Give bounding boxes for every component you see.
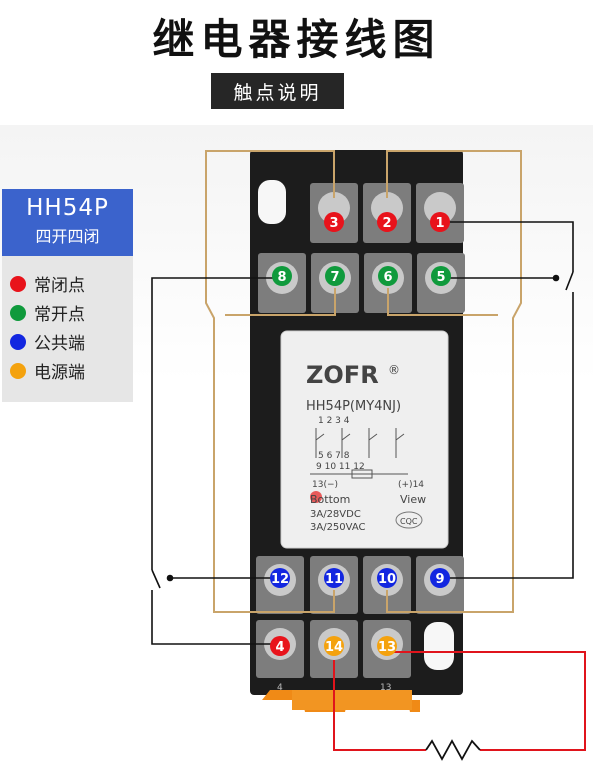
black-wiring <box>151 221 574 645</box>
terminal-2-label: 2 <box>382 216 391 231</box>
terminal-2-badge <box>377 212 397 232</box>
terminal-7-label: 7 <box>330 270 339 285</box>
page-title: 继电器接线图 <box>152 15 441 64</box>
terminal-14-label: 14 <box>325 640 343 655</box>
relay-led <box>310 491 322 503</box>
relay-rating-ac: 3A/250VAC <box>310 522 366 533</box>
terminal-13-label: 13 <box>378 640 396 655</box>
terminal-11-badge <box>324 568 344 588</box>
mount-hole-bottom <box>424 622 454 670</box>
legend-item-label: 公共端 <box>34 334 85 354</box>
relay-mid-pins: 5 6 7 8 <box>318 451 350 461</box>
terminal-1-badge <box>430 212 450 232</box>
relay-cert: CQC <box>400 517 418 526</box>
relay-brand: ZOFR <box>306 361 379 389</box>
mount-hole-top <box>258 180 286 224</box>
red-power-wiring <box>333 651 586 751</box>
terminal-8-badge <box>272 266 292 286</box>
legend-desc: 四开四闭 <box>35 227 100 246</box>
terminal-5-badge <box>431 266 451 286</box>
terminal-10-badge <box>377 568 397 588</box>
terminal-14-badge <box>324 636 344 656</box>
legend-item-nc: 常闭点 <box>10 269 85 298</box>
terminal-8-label: 8 <box>277 270 286 285</box>
legend-panel: HH54P 四开四闭 常闭点 常开点 公共端 电源端 <box>2 189 133 402</box>
orange-dot-icon <box>10 362 26 379</box>
terminal-9-label: 9 <box>435 572 444 587</box>
terminal-4-badge <box>270 636 290 656</box>
terminal-12-badge <box>270 568 290 588</box>
base-label-pin4: 4 <box>277 683 283 693</box>
relay-coil-right: (+)14 <box>398 480 424 490</box>
resistor-symbol <box>425 739 481 761</box>
terminal-1-label: 1 <box>435 216 444 231</box>
base-label-pin13: 13 <box>380 683 391 693</box>
legend-item-power: 电源端 <box>10 356 85 385</box>
relay-bot-pins: 9 10 11 12 <box>316 462 365 472</box>
terminal-12-label: 12 <box>271 572 289 587</box>
legend-item-common: 公共端 <box>10 327 85 356</box>
terminal-6-badge <box>378 266 398 286</box>
relay-bottom-label: Bottom <box>310 493 350 506</box>
relay-top-pins: 1 2 3 4 <box>318 416 350 426</box>
terminal-3-badge <box>324 212 344 232</box>
terminal-10-label: 10 <box>378 572 396 587</box>
switch-left <box>151 569 174 589</box>
legend-item-no: 常开点 <box>10 298 85 327</box>
relay-contact-schematic <box>310 428 408 479</box>
switch-right <box>552 271 574 291</box>
latch-bar <box>292 690 412 710</box>
relay-body <box>280 330 449 549</box>
terminal-11-label: 11 <box>325 572 343 587</box>
legend-items: 常闭点 常开点 公共端 电源端 <box>10 269 85 385</box>
red-dot-icon <box>10 275 26 292</box>
legend-item-label: 常闭点 <box>34 276 85 296</box>
relay-coil-left: 13(−) <box>312 480 338 490</box>
legend-item-label: 电源端 <box>34 363 85 383</box>
legend-header: HH54P 四开四闭 <box>2 189 133 256</box>
terminal-13-badge <box>377 636 397 656</box>
relay-model: HH54P(MY4NJ) <box>306 399 401 414</box>
terminal-6-label: 6 <box>383 270 392 285</box>
relay-rating-dc: 3A/28VDC <box>310 509 361 520</box>
terminal-3-label: 3 <box>329 216 338 231</box>
terminal-badges: 3 2 1 8 7 6 5 12 11 10 9 4 14 13 <box>270 212 451 656</box>
relay-registered: ® <box>388 363 400 377</box>
green-dot-icon <box>10 304 26 321</box>
tan-wiring <box>205 150 522 613</box>
blue-dot-icon <box>10 333 26 350</box>
terminal-9-badge <box>430 568 450 588</box>
terminal-5-label: 5 <box>436 270 445 285</box>
terminal-7-badge <box>325 266 345 286</box>
subtitle-badge: 触点说明 <box>211 73 344 109</box>
relay-view-label: View <box>400 493 426 506</box>
legend-model: HH54P <box>26 195 109 221</box>
legend-item-label: 常开点 <box>34 305 85 325</box>
terminal-4-label: 4 <box>275 640 284 655</box>
relay-cert-mark <box>395 511 423 529</box>
